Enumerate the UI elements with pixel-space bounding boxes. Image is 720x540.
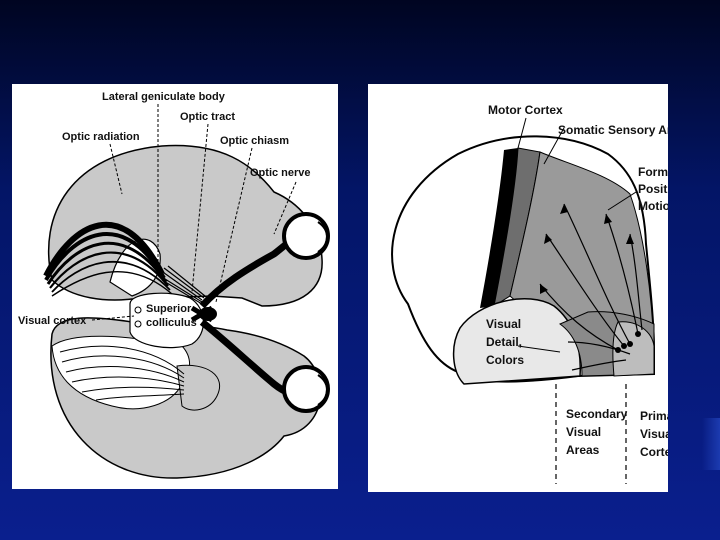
primary-visual-label-2: Visual <box>640 427 668 441</box>
eye-icon <box>284 367 328 411</box>
visual-detail-label-1: Visual <box>486 317 521 331</box>
primary-visual-label-1: Primary <box>640 409 668 423</box>
optic-chiasm-label: Optic chiasm <box>220 135 289 147</box>
secondary-visual-label-1: Secondary <box>566 407 628 421</box>
cortex-areas-diagram: Motor Cortex Somatic Sensory Area I Form… <box>368 84 668 492</box>
secondary-visual-label-2: Visual <box>566 425 601 439</box>
visual-pathway-figure: Lateral geniculate body Optic tract Opti… <box>12 84 338 489</box>
superior-colliculus-label-1: Superior <box>146 303 192 315</box>
slide-edge-accent <box>702 418 720 470</box>
visual-detail-label-2: Detail, <box>486 335 522 349</box>
motor-cortex-label: Motor Cortex <box>488 103 563 117</box>
somatic-sensory-label: Somatic Sensory Area I <box>558 123 668 137</box>
superior-colliculus-label-2: colliculus <box>146 317 197 329</box>
eye-icon <box>284 214 328 258</box>
optic-radiation-label: Optic radiation <box>62 131 140 143</box>
visual-detail-label-3: Colors <box>486 353 524 367</box>
secondary-visual-label-3: Areas <box>566 443 600 457</box>
primary-visual-label-3: Cortex <box>640 445 668 459</box>
visual-pathway-diagram: Lateral geniculate body Optic tract Opti… <box>12 84 338 489</box>
cortex-figure: Motor Cortex Somatic Sensory Area I Form… <box>368 84 668 492</box>
form-label-1: Form, 3-D <box>638 165 668 179</box>
lateral-geniculate-label: Lateral geniculate body <box>102 91 226 103</box>
form-label-3: Motion <box>638 199 668 213</box>
form-label-2: Position, <box>638 182 668 196</box>
optic-tract-label: Optic tract <box>180 111 235 123</box>
visual-cortex-label: Visual cortex <box>18 315 87 327</box>
optic-nerve-label: Optic nerve <box>250 167 311 179</box>
